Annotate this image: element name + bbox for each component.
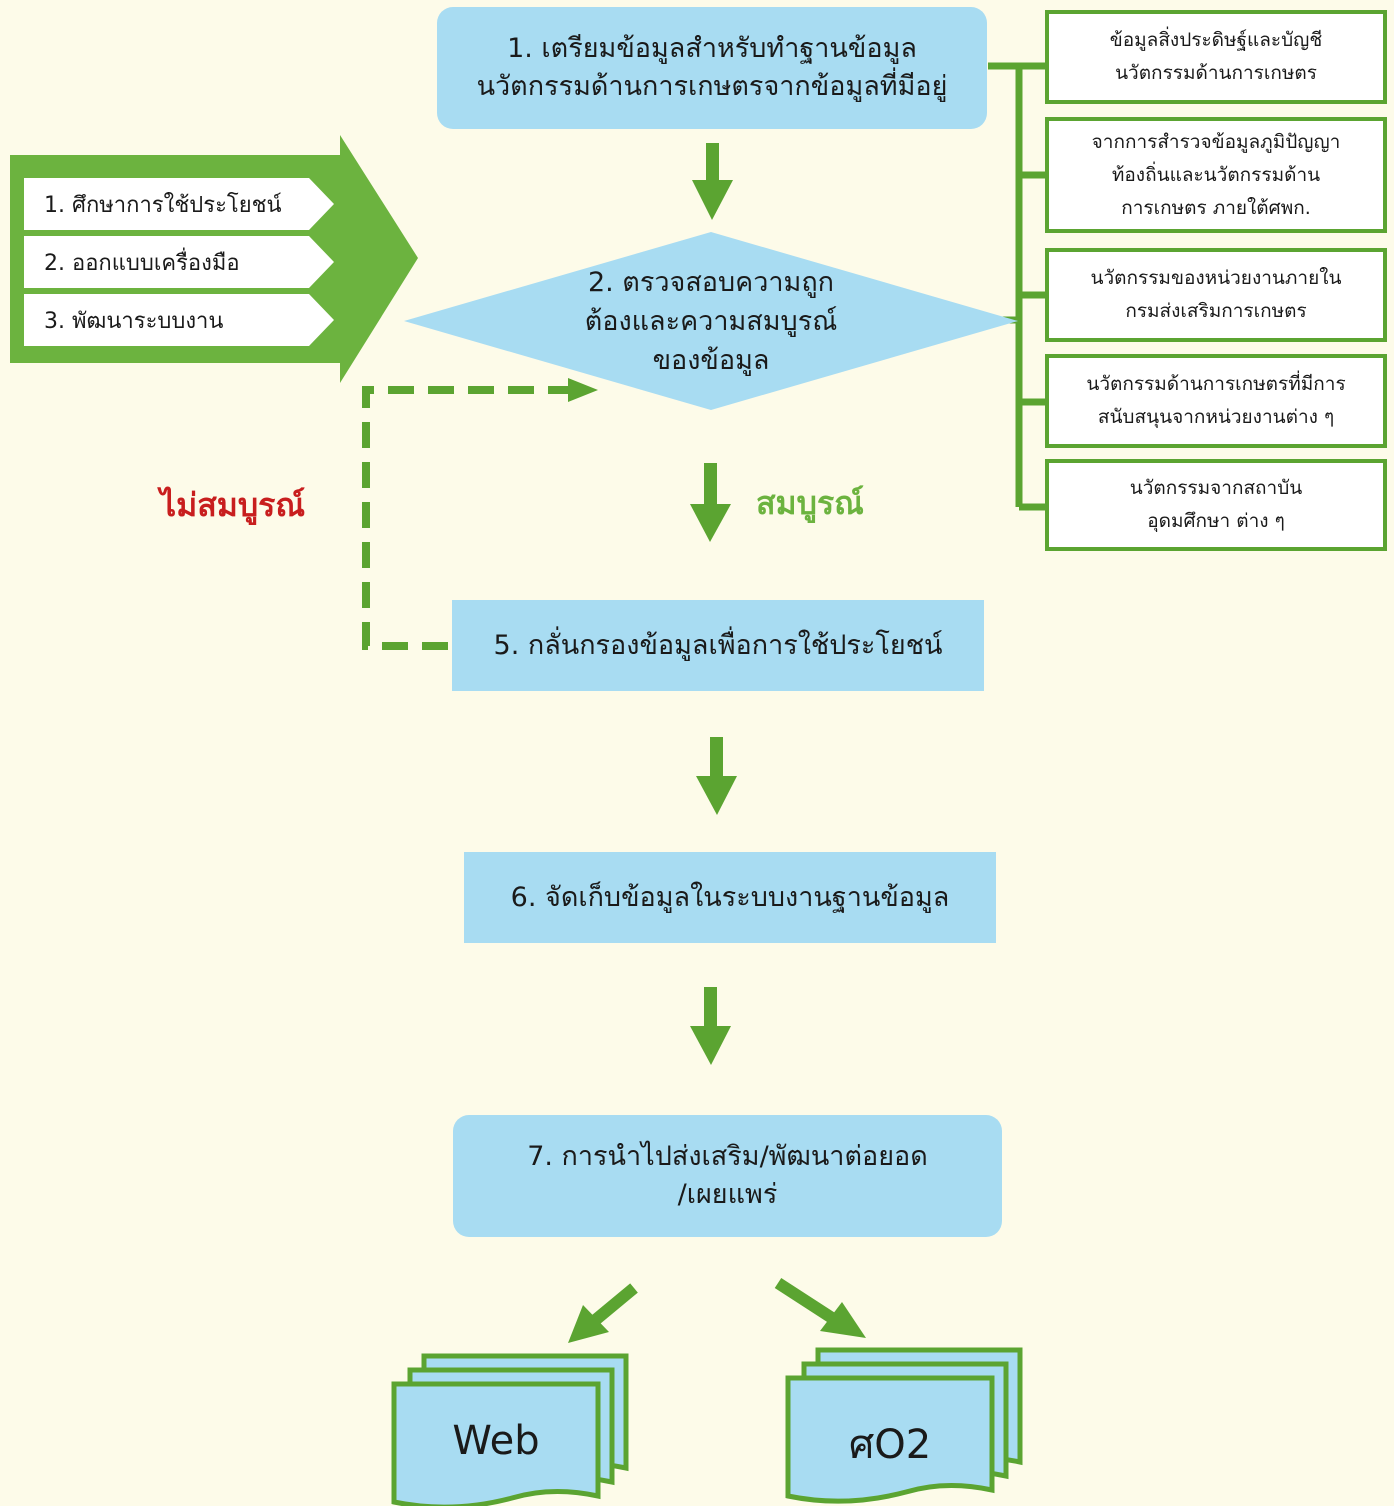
node-2-line3: ของข้อมูล — [652, 344, 770, 376]
feedback-arrowhead — [568, 378, 598, 402]
source-box: ข้อมูลสิ่งประดิษฐ์และบัญชี นวัตกรรมด้านก… — [1045, 10, 1387, 104]
arrow-to-form — [774, 1277, 866, 1338]
node-7-line1: 7. การนำไปส่งเสริม/พัฒนาต่อยอด — [527, 1141, 928, 1172]
source-box: นวัตกรรมด้านการเกษตรที่มีการ สนับสนุนจาก… — [1045, 354, 1387, 448]
step-label: 3. พัฒนาระบบงาน — [44, 308, 224, 334]
step-label: 1. ศึกษาการใช้ประโยชน์ — [44, 192, 282, 218]
source-line: สนับสนุนจากหน่วยงานต่าง ๆ — [1097, 406, 1335, 428]
step-item: 3. พัฒนาระบบงาน — [24, 294, 354, 346]
arrow-5-6 — [696, 737, 737, 815]
node-1-line1: 1. เตรียมข้อมูลสำหรับทำฐานข้อมูล — [507, 33, 917, 64]
web-document-stack — [391, 1353, 629, 1506]
node-5-screen-data: 5. กลั่นกรองข้อมูลเพื่อการใช้ประโยชน์ — [452, 600, 984, 691]
source-line: นวัตกรรมจากสถาบัน — [1129, 477, 1303, 499]
step-item: 1. ศึกษาการใช้ประโยชน์ — [24, 178, 354, 230]
node-6-label: 6. จัดเก็บข้อมูลในระบบงานฐานข้อมูล — [510, 881, 950, 913]
arrow-6-7 — [690, 987, 731, 1065]
step-label: 2. ออกแบบเครื่องมือ — [44, 250, 240, 276]
node-7-line2: /เผยแพร่ — [677, 1179, 778, 1210]
node-1-line2: นวัตกรรมด้านการเกษตรจากข้อมูลที่มีอยู่ — [476, 71, 948, 102]
complete-label: สมบูรณ์ — [756, 484, 864, 522]
feedback-loop — [362, 386, 572, 650]
source-line: จากการสำรวจข้อมูลภูมิปัญญา — [1091, 130, 1341, 153]
node-2-line2: ต้องและความสมบูรณ์ — [584, 305, 838, 337]
incomplete-label: ไม่สมบูรณ์ — [160, 486, 305, 524]
source-line: นวัตกรรมด้านการเกษตรที่มีการ — [1086, 373, 1346, 395]
node-5-label: 5. กลั่นกรองข้อมูลเพื่อการใช้ประโยชน์ — [493, 629, 943, 661]
source-box: นวัตกรรมของหน่วยงานภายใน กรมส่งเสริมการเ… — [1045, 248, 1387, 342]
form-document-stack — [785, 1347, 1023, 1504]
node-7-promote: 7. การนำไปส่งเสริม/พัฒนาต่อยอด /เผยแพร่ — [453, 1115, 1002, 1237]
web-output-label: Web — [452, 1418, 540, 1464]
node-6-store-data: 6. จัดเก็บข้อมูลในระบบงานฐานข้อมูล — [464, 852, 996, 943]
arrow-1-2 — [692, 143, 733, 220]
sources-bracket — [988, 62, 1045, 511]
source-line: กรมส่งเสริมการเกษตร — [1125, 300, 1307, 322]
arrow-2-5 — [690, 463, 731, 542]
node-1-prepare-data: 1. เตรียมข้อมูลสำหรับทำฐานข้อมูล นวัตกรร… — [437, 7, 987, 129]
source-line: นวัตกรรมด้านการเกษตร — [1115, 62, 1317, 84]
node-2-diamond: 2. ตรวจสอบความถูก ต้องและความสมบูรณ์ ของ… — [404, 232, 1018, 410]
source-box: จากการสำรวจข้อมูลภูมิปัญญา ท้องถิ่นและนว… — [1045, 117, 1387, 233]
arrow-to-web — [568, 1283, 638, 1343]
source-box: นวัตกรรมจากสถาบัน อุดมศึกษา ต่าง ๆ — [1045, 459, 1387, 551]
source-line: ข้อมูลสิ่งประดิษฐ์และบัญชี — [1109, 29, 1323, 51]
source-line: ท้องถิ่นและนวัตกรรมด้าน — [1111, 163, 1321, 186]
node-2-line1: 2. ตรวจสอบความถูก — [587, 266, 835, 298]
step-item: 2. ออกแบบเครื่องมือ — [24, 236, 354, 288]
form-output-label: ศO2 — [848, 1422, 932, 1468]
source-line: การเกษตร ภายใต้ศพก. — [1121, 196, 1311, 219]
source-line: อุดมศึกษา ต่าง ๆ — [1147, 510, 1285, 532]
source-line: นวัตกรรมของหน่วยงานภายใน — [1090, 267, 1342, 289]
